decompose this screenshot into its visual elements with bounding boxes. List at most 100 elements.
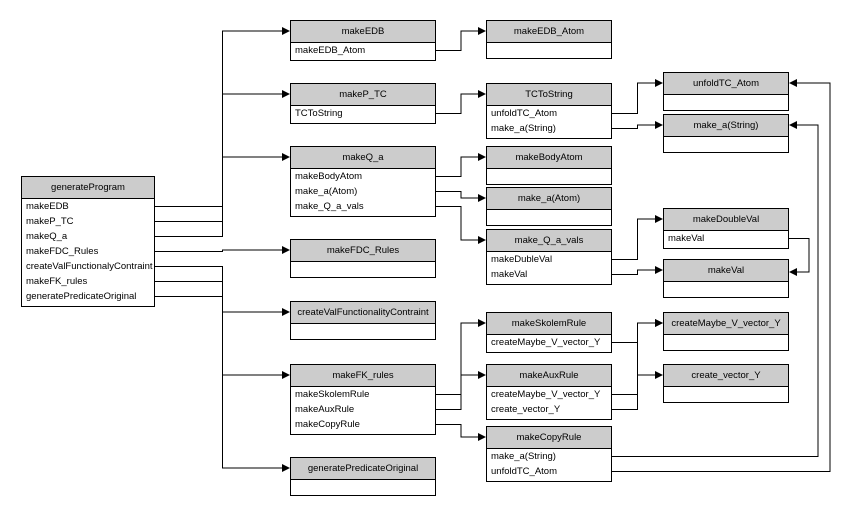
method-row: createValFunctionalyContraint bbox=[26, 261, 153, 272]
box-title: makeSkolemRule bbox=[487, 313, 611, 335]
class-box-make-a-atom: make_a(Atom) bbox=[486, 187, 612, 226]
box-body: makeEDB_Atom bbox=[291, 43, 435, 60]
box-title: makeFDC_Rules bbox=[291, 240, 435, 262]
class-box-makeedb-atom: makeEDB_Atom bbox=[486, 20, 612, 59]
box-body bbox=[664, 335, 788, 350]
method-row: make_Q_a_vals bbox=[295, 201, 364, 212]
method-row: make_a(Atom) bbox=[295, 186, 358, 197]
method-row: make_a(String) bbox=[491, 451, 556, 462]
method-row: generatePredicateOriginal bbox=[26, 291, 137, 302]
box-body bbox=[487, 43, 611, 58]
box-body bbox=[291, 480, 435, 495]
empty-row bbox=[291, 262, 435, 277]
class-box-makeskolemrule: makeSkolemRule createMaybe_V_vector_Y bbox=[486, 312, 612, 353]
connector-arrow bbox=[436, 153, 486, 177]
class-box-makeval: makeVal bbox=[663, 259, 789, 298]
connector-arrow bbox=[155, 246, 290, 254]
class-box-makeedb: makeEDB makeEDB_Atom bbox=[290, 20, 436, 61]
box-title: makeBodyAtom bbox=[487, 147, 611, 169]
class-box-generatepredicateoriginal: generatePredicateOriginal bbox=[290, 457, 436, 496]
box-title: makeEDB_Atom bbox=[487, 21, 611, 43]
method-row: make_a(String) bbox=[491, 123, 556, 134]
class-box-make-a-string: make_a(String) bbox=[663, 114, 789, 153]
empty-row bbox=[664, 387, 788, 402]
box-title: generateProgram bbox=[22, 177, 154, 199]
box-body bbox=[664, 282, 788, 297]
box-title: make_a(Atom) bbox=[487, 188, 611, 210]
connector-arrow bbox=[612, 371, 663, 410]
method-row: makeVal bbox=[491, 269, 528, 280]
class-box-unfoldtc-atom: unfoldTC_Atom bbox=[663, 72, 789, 111]
empty-row bbox=[487, 210, 611, 225]
connector-arrow bbox=[436, 371, 486, 410]
box-body bbox=[664, 387, 788, 402]
box-body: make_a(String) unfoldTC_Atom bbox=[487, 449, 611, 481]
method-row: makeFK_rules bbox=[26, 276, 88, 287]
box-title: makeQ_a bbox=[291, 147, 435, 169]
box-body bbox=[487, 210, 611, 225]
class-box-makebodyatom: makeBodyAtom bbox=[486, 146, 612, 185]
method-row: unfoldTC_Atom bbox=[491, 108, 558, 119]
method-row: makeEDB bbox=[26, 201, 69, 212]
box-body bbox=[487, 169, 611, 184]
empty-row bbox=[664, 95, 788, 110]
connector-arrow bbox=[436, 319, 486, 395]
method-row: makeFDC_Rules bbox=[26, 246, 99, 257]
box-title: makeEDB bbox=[291, 21, 435, 43]
class-box-makeq-a: makeQ_a makeBodyAtom make_a(Atom) make_Q_a_… bbox=[290, 146, 436, 217]
method-row: createMaybe_V_vector_Y bbox=[491, 337, 601, 348]
box-title: makeVal bbox=[664, 260, 788, 282]
connector-arrow bbox=[436, 90, 486, 114]
connector-arrow bbox=[436, 206, 486, 244]
box-title: make_Q_a_vals bbox=[487, 230, 611, 252]
box-title: createValFunctionalityContraint bbox=[291, 302, 435, 324]
method-row: makeAuxRule bbox=[295, 404, 355, 415]
connector-arrow bbox=[612, 319, 663, 395]
method-row: makeVal bbox=[668, 233, 705, 244]
connector-arrow bbox=[436, 191, 486, 202]
connector-arrow bbox=[612, 121, 819, 457]
box-body: TCToString bbox=[291, 106, 435, 123]
box-body bbox=[291, 262, 435, 277]
box-body bbox=[664, 137, 788, 152]
class-box-createvalfunctionalitycontraint: createValFunctionalityContraint bbox=[290, 301, 436, 340]
box-title: makeFK_rules bbox=[291, 365, 435, 387]
method-row: makeDubleVal bbox=[491, 254, 553, 265]
box-title: create_vector_Y bbox=[664, 365, 788, 387]
method-row: unfoldTC_Atom bbox=[491, 466, 558, 477]
connector-arrow bbox=[155, 153, 290, 237]
box-body: makeVal bbox=[664, 231, 788, 248]
box-title: createMaybe_V_vector_Y bbox=[664, 313, 788, 335]
empty-row bbox=[291, 324, 435, 339]
empty-row bbox=[664, 335, 788, 350]
box-body bbox=[291, 324, 435, 339]
connector-arrow bbox=[612, 121, 663, 129]
empty-row bbox=[664, 282, 788, 297]
connector-arrow bbox=[612, 215, 663, 260]
box-title: make_a(String) bbox=[664, 115, 788, 137]
empty-row bbox=[291, 480, 435, 495]
box-title: unfoldTC_Atom bbox=[664, 73, 788, 95]
method-row: makeBodyAtom bbox=[295, 171, 363, 182]
method-row: makeQ_a bbox=[26, 231, 68, 242]
class-box-createmaybe-v-vector-y: createMaybe_V_vector_Y bbox=[663, 312, 789, 351]
method-row: makeEDB_Atom bbox=[295, 45, 366, 56]
class-box-makefdc-rules: makeFDC_Rules bbox=[290, 239, 436, 278]
box-title: makeAuxRule bbox=[487, 365, 611, 387]
connector-arrow bbox=[436, 27, 486, 51]
box-body: makeBodyAtom make_a(Atom) make_Q_a_vals bbox=[291, 169, 435, 216]
class-box-make-q-a-vals: make_Q_a_vals makeDubleVal makeVal bbox=[486, 229, 612, 285]
method-row: makeCopyRule bbox=[295, 419, 360, 430]
box-title: TCToString bbox=[487, 84, 611, 106]
method-row: TCToString bbox=[295, 108, 343, 119]
connector-arrow bbox=[436, 424, 486, 441]
connector-arrow bbox=[155, 296, 290, 472]
box-title: generatePredicateOriginal bbox=[291, 458, 435, 480]
